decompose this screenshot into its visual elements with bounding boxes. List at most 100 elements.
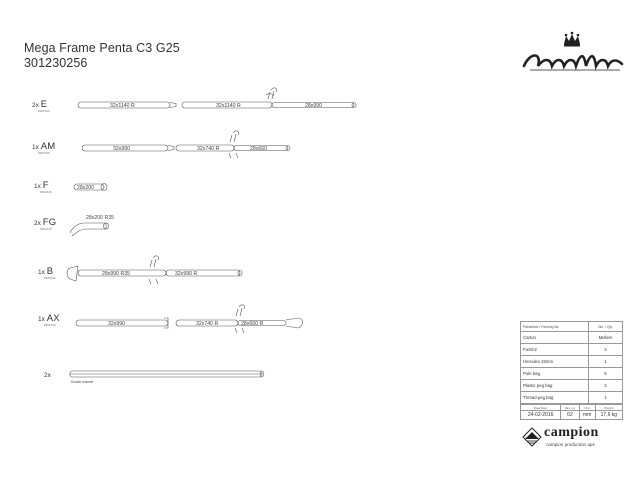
table-row: Plastic peg bag 3	[520, 379, 623, 392]
table-row: Carton Mellem	[520, 331, 623, 344]
item-name: Hercules 32mm	[520, 355, 589, 368]
company-subtitle: campion production aps	[546, 442, 595, 447]
segment-label: 32x990	[113, 146, 130, 152]
row-label-channel: 2x	[44, 372, 51, 379]
pole-end-hook	[285, 317, 303, 329]
logo-script	[522, 54, 624, 71]
revision-info-table: Date/Dato Rev. no Unit Weight 24-02-2016…	[519, 404, 624, 420]
row-label-fg: 2x FG 9901546	[34, 217, 56, 231]
row-part: 9901546	[38, 151, 50, 155]
row-part: 9901546	[44, 276, 56, 280]
row-code: AM	[40, 141, 56, 152]
double-channel	[69, 370, 265, 378]
pole-joint	[169, 102, 177, 108]
pole-assembly-ax	[75, 304, 303, 334]
item-name: Pole bag	[520, 367, 589, 380]
item-qty: 1	[588, 391, 623, 404]
connector-icon	[234, 304, 245, 334]
rev-value: 02	[560, 410, 580, 420]
weight-value: 17,6 kg	[594, 410, 624, 420]
pole-joint	[164, 317, 169, 329]
row-qty: 1x	[32, 144, 39, 151]
row-label-am: 1x AM 9901546	[32, 141, 55, 155]
pole-segment	[71, 222, 107, 237]
product-code: 301230256	[24, 56, 88, 70]
segment-label: 28x200 R35	[86, 215, 114, 221]
row-label-f: 1x F 9901546	[34, 180, 52, 194]
row-part: 9901546	[44, 323, 56, 327]
row-part: 9901546	[38, 109, 50, 113]
pole-end	[285, 145, 291, 151]
pole-segment	[233, 145, 289, 151]
isabella-logo	[522, 31, 624, 71]
channel-end	[259, 370, 265, 378]
segment-label: 32x990 R	[175, 271, 197, 277]
segment-label: 32x990	[108, 321, 125, 327]
item-name: Plastic peg bag	[520, 379, 589, 392]
pole-segment	[165, 269, 241, 277]
pole-assembly-fg	[69, 222, 109, 237]
item-name: Thread peg bag	[520, 391, 589, 404]
row-qty: 1x	[38, 316, 45, 323]
row-qty: 2x	[34, 220, 41, 227]
segment-label: 28x660	[250, 146, 267, 152]
row-code: FG	[42, 217, 57, 228]
pole-hook	[66, 265, 79, 282]
row-code: E	[40, 99, 48, 110]
pole-assembly-am	[81, 130, 291, 159]
pole-end	[100, 183, 108, 191]
pole-segment	[77, 101, 171, 109]
item-qty: Mellem	[588, 331, 623, 344]
item-name: Carton	[520, 331, 589, 344]
pole-segment	[81, 144, 169, 152]
item-qty: 3	[588, 379, 623, 392]
table-row: Thread peg bag 1	[520, 391, 623, 404]
segment-label: 28x990	[305, 103, 322, 109]
row-code: B	[46, 266, 54, 277]
pole-assembly-e	[77, 87, 357, 109]
product-title: Mega Frame Penta C3 G25	[24, 41, 180, 55]
date-value: 24-02-2016	[519, 410, 562, 420]
connector-icon	[228, 130, 239, 159]
packing-list-table: Pakkeliste / Packing list Stk. / Qty. Ca…	[520, 321, 623, 404]
table-row: FixOn2 3	[520, 343, 623, 356]
tent-icon	[522, 427, 542, 447]
crown-icon	[564, 31, 580, 47]
table-row: 24-02-2016 02 mm 17,6 kg	[519, 410, 624, 420]
table-row: Hercules 32mm 1	[520, 355, 623, 368]
segment-label: 28x200	[77, 185, 94, 191]
item-qty: 1	[588, 355, 623, 368]
row-label-b: 1x B 9901546	[38, 266, 56, 280]
row-qty: 1x	[38, 269, 45, 276]
segment-label: 32x740 R	[196, 321, 218, 327]
row-part: 9901546	[40, 190, 52, 194]
item-name: FixOn2	[520, 343, 589, 356]
row-qty: 2x	[44, 372, 51, 379]
connector-icon	[148, 255, 159, 285]
pole-segment	[271, 102, 355, 108]
pole-joint	[167, 145, 175, 151]
item-qty: 5	[588, 367, 623, 380]
row-code: AX	[46, 313, 60, 324]
campion-logo: campion campion production aps	[520, 425, 623, 451]
title-block: Mega Frame Penta C3 G25 301230256	[24, 41, 180, 71]
pole-end	[103, 222, 109, 230]
packing-list-header: Pakkeliste / Packing list Stk. / Qty.	[520, 321, 623, 332]
pole-assembly-f	[73, 183, 108, 191]
pole-segment	[73, 183, 105, 191]
row-part: 9901546	[40, 227, 52, 231]
packing-list-title: Pakkeliste / Packing list	[520, 321, 589, 332]
pole-end	[237, 269, 243, 277]
packing-list-qty-header: Stk. / Qty.	[588, 321, 623, 332]
row-qty: 2x	[32, 102, 39, 109]
pole-assembly-b	[66, 255, 243, 285]
segment-label: 32x1140 R	[110, 103, 135, 109]
table-row: Pole bag 5	[520, 367, 623, 380]
row-label-ax: 1x AX 9901546	[38, 313, 60, 327]
segment-label: 32x740 R	[197, 146, 219, 152]
channel-label: Double channel	[71, 380, 93, 384]
segment-label: 28x990 R35	[102, 271, 130, 277]
company-name: campion	[544, 425, 599, 440]
segment-label: 32x1140 R	[216, 103, 241, 109]
